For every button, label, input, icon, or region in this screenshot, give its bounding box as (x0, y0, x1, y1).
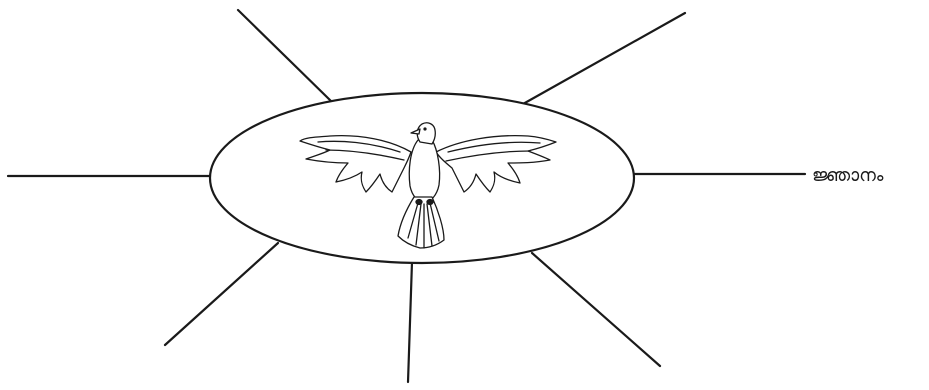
spoke-top-right (523, 13, 685, 104)
spoke-bottom (408, 262, 412, 382)
spoke-top-left (238, 10, 332, 102)
spoke-label-right: ജ്ഞാനം (812, 165, 884, 186)
spoke-bottom-left (165, 243, 278, 345)
spoke-bottom-right (532, 253, 660, 366)
